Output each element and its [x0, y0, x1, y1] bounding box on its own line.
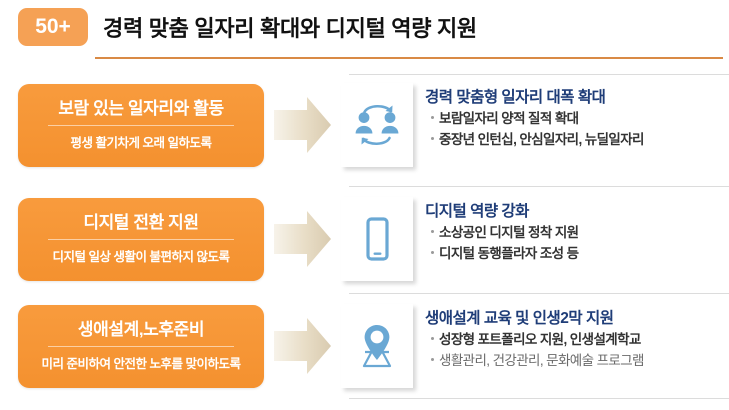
goal-title: 디지털 전환 지원	[83, 213, 199, 233]
goal-title: 생애설계,노후준비	[77, 320, 205, 340]
right-arrow-icon	[274, 94, 332, 156]
goal-card: 생애설계,노후준비 미리 준비하여 안전한 노후를 맞이하도록	[18, 305, 264, 388]
right-arrow-icon	[274, 315, 332, 377]
measure-block: 디지털 역량 강화 소상공인 디지털 정착 지원 디지털 동행플라자 조성 등	[341, 190, 729, 293]
smartphone-icon	[366, 217, 389, 261]
list-item: 소상공인 디지털 정착 지원	[431, 223, 579, 244]
goal-card: 보람 있는 일자리와 활동 평생 활기차게 오래 일하도록	[18, 84, 264, 167]
right-arrow-icon	[274, 208, 332, 270]
page-title: 경력 맞춤 일자리 확대와 디지털 역량 지원	[103, 16, 477, 41]
header-divider	[95, 57, 723, 59]
icon-card	[341, 304, 413, 388]
list-item-label: 보람일자리 양적 질적 확대	[439, 111, 579, 126]
right-column-divider	[349, 74, 729, 75]
map-pin-icon	[362, 325, 392, 368]
goal-card-divider	[48, 238, 234, 240]
bullet-dot-icon	[431, 357, 434, 361]
strategy-row: 디지털 전환 지원 디지털 일상 생활이 불편하지 않도록 디지털 역량 강화 …	[0, 190, 729, 293]
right-column-divider	[349, 293, 729, 294]
measure-title: 경력 맞춤형 일자리 대폭 확대	[425, 89, 606, 106]
list-item: 보람일자리 양적 질적 확대	[431, 109, 644, 130]
icon-card	[341, 83, 413, 167]
strategy-row: 보람 있는 일자리와 활동 평생 활기차게 오래 일하도록	[0, 76, 729, 179]
bullet-dot-icon	[431, 337, 434, 340]
goal-title: 보람 있는 일자리와 활동	[58, 99, 224, 119]
measure-bullets: 소상공인 디지털 정착 지원 디지털 동행플라자 조성 등	[431, 223, 579, 265]
list-item: 성장형 포트폴리오 지원, 인생설계학교	[431, 330, 644, 351]
header: 50+ 경력 맞춤 일자리 확대와 디지털 역량 지원	[0, 0, 729, 62]
goal-card-divider	[48, 124, 234, 126]
goal-subtitle: 평생 활기차게 오래 일하도록	[70, 135, 212, 150]
bullet-dot-icon	[431, 116, 434, 119]
goal-subtitle: 미리 준비하여 안전한 노후를 맞이하도록	[41, 356, 241, 371]
list-item: 생활관리, 건강관리, 문화예술 프로그램	[431, 351, 644, 372]
goal-card-divider	[48, 345, 234, 347]
list-item: 디지털 동행플라자 조성 등	[431, 244, 579, 265]
bullet-dot-icon	[431, 230, 434, 233]
bullet-dot-icon	[431, 250, 434, 254]
people-exchange-icon	[355, 104, 399, 146]
measure-bullets: 성장형 포트폴리오 지원, 인생설계학교 생활관리, 건강관리, 문화예술 프로…	[431, 330, 644, 372]
list-item-label: 중장년 인턴십, 안심일자리, 뉴딜일자리	[439, 131, 644, 147]
list-item-label: 생활관리, 건강관리, 문화예술 프로그램	[439, 352, 644, 368]
list-item: 중장년 인턴십, 안심일자리, 뉴딜일자리	[431, 130, 644, 151]
list-item-label: 디지털 동행플라자 조성 등	[439, 245, 579, 261]
bullet-dot-icon	[431, 136, 434, 140]
measure-block: 경력 맞춤형 일자리 대폭 확대 보람일자리 양적 질적 확대 중장년 인턴십,…	[341, 76, 729, 179]
age-badge: 50+	[18, 8, 88, 46]
list-item-label: 성장형 포트폴리오 지원, 인생설계학교	[439, 332, 641, 347]
goal-card: 디지털 전환 지원 디지털 일상 생활이 불편하지 않도록	[18, 198, 264, 281]
right-column-divider	[349, 398, 729, 399]
measure-title: 생애설계 교육 및 인생2막 지원	[425, 310, 614, 327]
measure-block: 생애설계 교육 및 인생2막 지원 성장형 포트폴리오 지원, 인생설계학교 생…	[341, 297, 729, 400]
list-item-label: 소상공인 디지털 정착 지원	[439, 225, 579, 240]
goal-subtitle: 디지털 일상 생활이 불편하지 않도록	[52, 249, 230, 264]
measure-bullets: 보람일자리 양적 질적 확대 중장년 인턴십, 안심일자리, 뉴딜일자리	[431, 109, 644, 151]
strategy-row: 생애설계,노후준비 미리 준비하여 안전한 노후를 맞이하도록 생애설계 교육 …	[0, 297, 729, 400]
right-column-divider	[349, 186, 729, 187]
icon-card	[341, 197, 413, 281]
measure-title: 디지털 역량 강화	[425, 203, 529, 220]
